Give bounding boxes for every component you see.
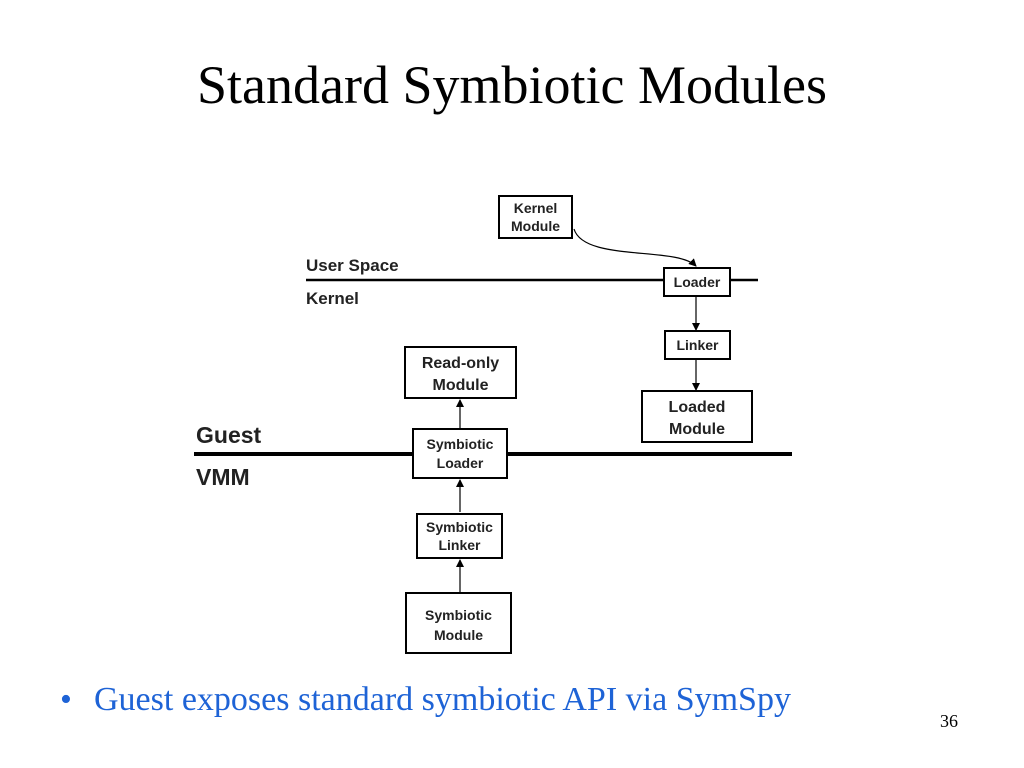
- symbiotic-loader-line1: Symbiotic: [427, 436, 494, 452]
- kernel-module-box: Kernel Module: [498, 195, 573, 239]
- symbiotic-linker-line1: Symbiotic: [426, 519, 493, 535]
- user-space-label: User Space: [306, 256, 399, 275]
- symbiotic-module-box: Symbiotic Module: [405, 592, 512, 654]
- symbiotic-linker-line2: Linker: [438, 537, 481, 553]
- guest-label: Guest: [196, 422, 262, 448]
- bullet-text: Guest exposes standard symbiotic API via…: [94, 681, 791, 718]
- read-only-module-line2: Module: [433, 377, 489, 394]
- vmm-label: VMM: [196, 464, 250, 490]
- kernel-module-to-loader-arrow: [573, 228, 697, 267]
- loader-box: Loader: [663, 267, 731, 297]
- linker-label: Linker: [676, 337, 719, 353]
- page-number: 36: [940, 711, 958, 731]
- linker-box: Linker: [664, 330, 731, 360]
- kernel-module-line1: Kernel: [514, 200, 558, 216]
- loader-label: Loader: [674, 274, 721, 290]
- symbiotic-module-line2: Module: [434, 627, 483, 643]
- symbiotic-module-line1: Symbiotic: [425, 607, 492, 623]
- loaded-module-box: Loaded Module: [641, 390, 753, 443]
- read-only-module-box: Read-only Module: [404, 346, 517, 399]
- bullet-marker: •: [60, 681, 72, 718]
- symbiotic-loader-box: Symbiotic Loader: [412, 428, 508, 479]
- read-only-module-line1: Read-only: [422, 355, 499, 372]
- kernel-module-line2: Module: [511, 218, 560, 234]
- symbiotic-loader-line2: Loader: [437, 455, 484, 471]
- kernel-label: Kernel: [306, 289, 359, 308]
- loaded-module-line2: Module: [669, 421, 725, 438]
- slide-title: Standard Symbiotic Modules: [197, 55, 827, 115]
- symbiotic-linker-box: Symbiotic Linker: [416, 513, 503, 559]
- bullet-item: • Guest exposes standard symbiotic API vi…: [60, 681, 791, 719]
- loaded-module-line1: Loaded: [669, 399, 726, 416]
